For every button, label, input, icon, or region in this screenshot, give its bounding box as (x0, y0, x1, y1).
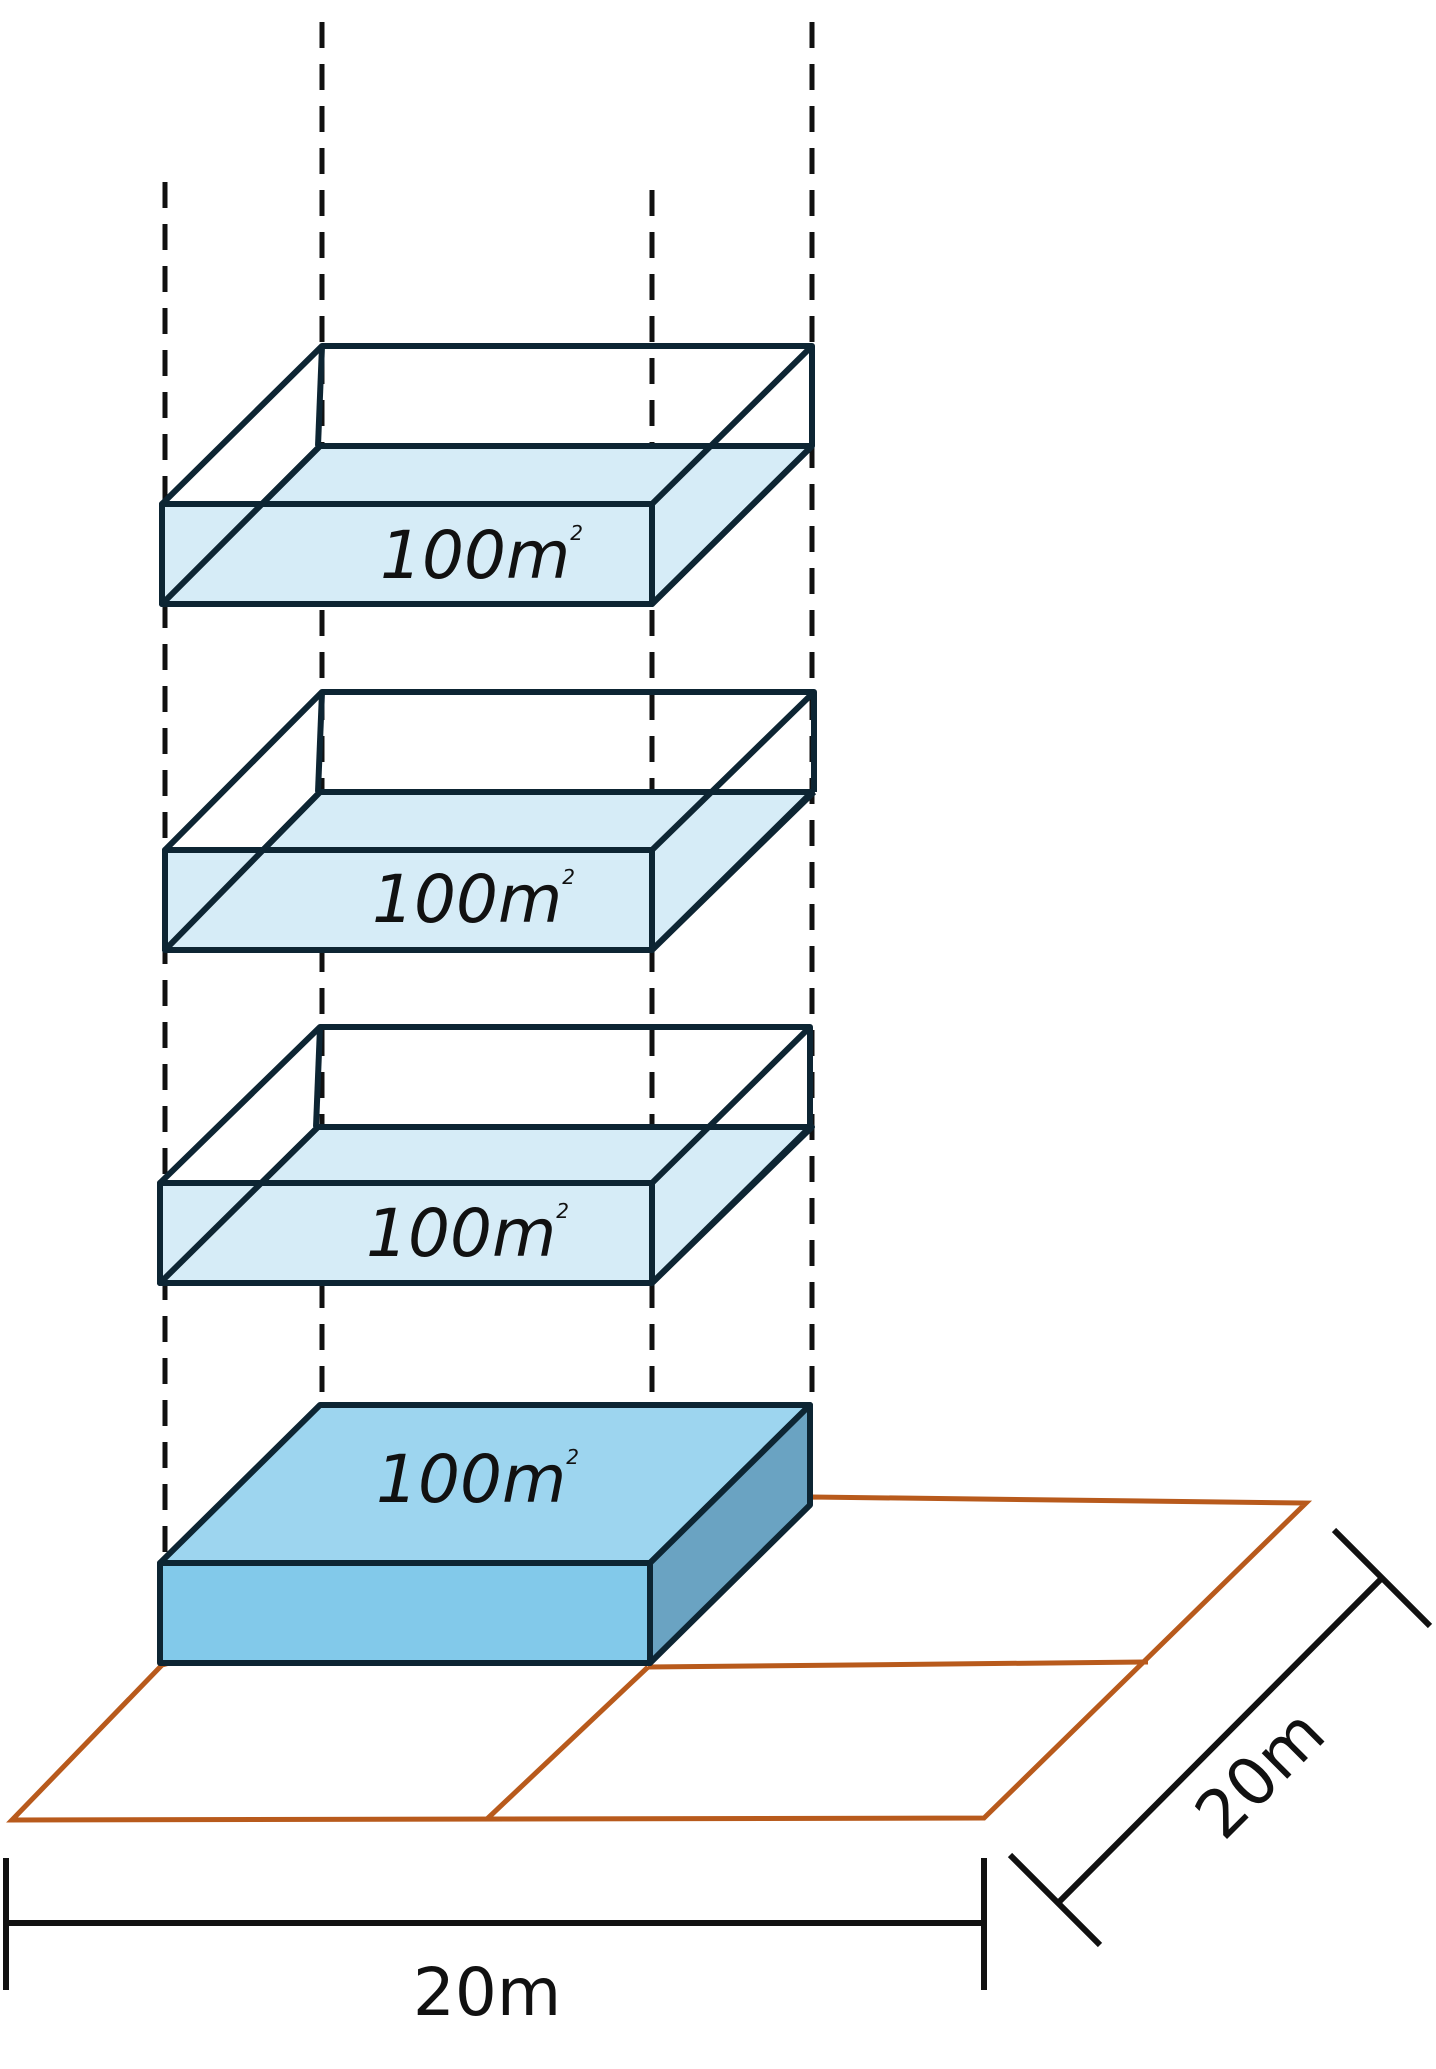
floor-4-back-frame (159, 343, 815, 507)
lot-divider-horizontal (647, 1659, 1149, 1670)
floor-4-right-top (649, 343, 815, 507)
floor-3-slab-left (162, 789, 323, 953)
floor-1-side (647, 1402, 813, 1666)
depth-dimension-tick-top (1331, 1527, 1433, 1629)
floor-3-right-top (649, 689, 817, 853)
floor-2-area-label: 100m2 (366, 1195, 569, 1272)
floor-3 (162, 689, 817, 953)
depth-dimension (1007, 1527, 1433, 1948)
lot-outline (6, 1494, 1313, 1823)
floor-2-back-frame (157, 1024, 813, 1186)
floor-2-right-bottom (649, 1124, 813, 1286)
floor-2-back-left-post (313, 1026, 323, 1128)
floor-2 (157, 1024, 815, 1286)
floor-3-area-label: 100m2 (372, 861, 575, 938)
depth-dimension-line (1055, 1575, 1385, 1906)
floor-3-back-left-post (315, 691, 325, 793)
floor-4-back-left-post (315, 345, 325, 447)
depth-dimension-label: 20m (1180, 1694, 1339, 1853)
floor-4-slab-left (159, 443, 323, 607)
site-lot (6, 1494, 1313, 1823)
floor-4-right-bottom (649, 443, 815, 607)
width-dimension-label: 20m (413, 1954, 561, 2031)
floor-3-back-frame (162, 689, 817, 853)
floor-2-right-top (649, 1024, 813, 1186)
floor-1-area-label: 100m2 (376, 1441, 579, 1518)
lot-divider-vertical (485, 1665, 650, 1821)
floor-3-right-bottom (649, 789, 817, 953)
floor-4 (159, 343, 815, 607)
floor-1 (157, 1402, 813, 1666)
floor-1-front (157, 1560, 653, 1666)
floor-2-slab-left (157, 1124, 321, 1286)
floor-4-area-label: 100m2 (380, 517, 583, 594)
width-dimension (3, 1858, 987, 1990)
depth-dimension-tick-bottom (1007, 1852, 1103, 1948)
